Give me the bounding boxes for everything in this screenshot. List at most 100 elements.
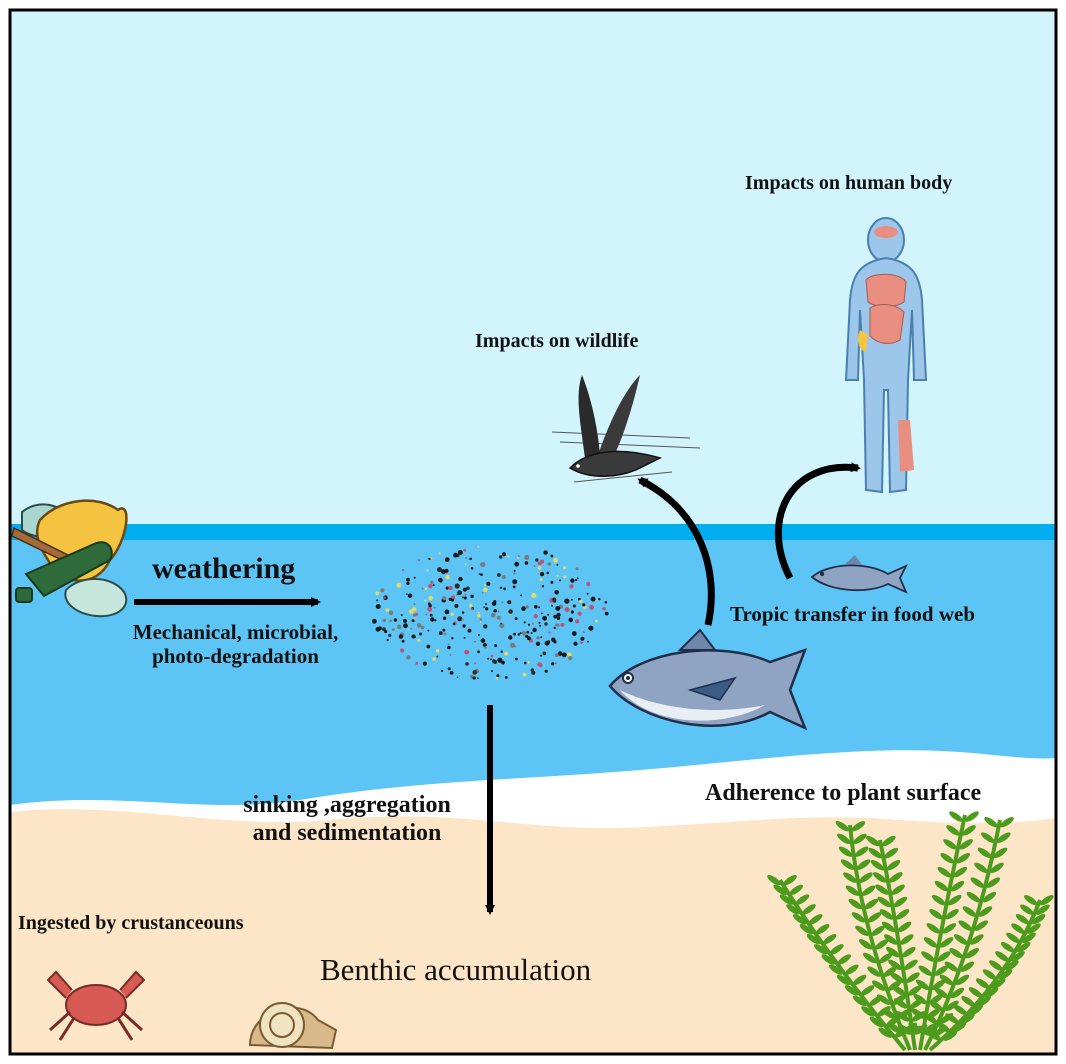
seaweed-leaf bbox=[871, 925, 885, 937]
microplastic-particle bbox=[385, 608, 390, 612]
microplastic-particle bbox=[451, 637, 454, 640]
microplastic-particle bbox=[471, 608, 474, 611]
microplastic-particle bbox=[542, 651, 547, 656]
microplastic-particle bbox=[434, 619, 437, 622]
seaweed-leaf bbox=[773, 884, 787, 896]
seaweed-leaf bbox=[837, 954, 852, 965]
microplastic-particle bbox=[463, 548, 467, 552]
microplastic-particle bbox=[569, 584, 574, 589]
microplastic-particle bbox=[375, 604, 381, 609]
seaweed-leaf bbox=[1022, 932, 1036, 944]
human-impacts-label: Impacts on human body bbox=[745, 172, 953, 194]
microplastic-particle bbox=[504, 651, 509, 656]
microplastic-particle bbox=[508, 609, 513, 614]
microplastic-particle bbox=[546, 571, 550, 575]
microplastic-particle bbox=[478, 573, 481, 575]
microplastic-particle bbox=[493, 660, 498, 664]
seaweed-leaf bbox=[840, 859, 855, 870]
seaweed-leaf bbox=[918, 965, 933, 976]
microplastic-particle bbox=[415, 612, 419, 616]
microplastic-particle bbox=[474, 640, 476, 643]
seaweed-leaf bbox=[1011, 923, 1025, 934]
seaweed-leaf bbox=[970, 877, 985, 888]
seaweed-leaf bbox=[965, 811, 979, 822]
seaweed-leaf bbox=[989, 960, 1003, 971]
microplastic-particle bbox=[483, 624, 488, 629]
microplastic-particle bbox=[485, 607, 489, 611]
seaweed-leaf bbox=[913, 993, 927, 1005]
seaweed-stem bbox=[928, 899, 1042, 1052]
seaweed-leaf bbox=[885, 1016, 900, 1028]
large-tuna-fish-icon bbox=[608, 628, 808, 731]
microplastic-particle bbox=[576, 577, 579, 580]
microplastic-particle bbox=[521, 606, 526, 611]
microplastic-particle bbox=[547, 562, 551, 566]
microplastic-particle bbox=[553, 626, 556, 630]
microplastic-particle bbox=[422, 661, 427, 666]
microplastic-particle bbox=[447, 667, 451, 671]
benthic-label: Benthic accumulation bbox=[320, 952, 592, 987]
microplastic-particle bbox=[427, 606, 433, 612]
seaweed-leaf bbox=[961, 1013, 975, 1024]
microplastic-particle bbox=[405, 593, 408, 596]
snail-icon bbox=[248, 1002, 338, 1050]
microplastic-particle bbox=[556, 574, 559, 578]
microplastic-particle bbox=[386, 638, 389, 642]
seaweed-leaf bbox=[779, 894, 794, 905]
microplastic-particle bbox=[537, 566, 542, 570]
microplastic-particle bbox=[483, 587, 488, 592]
seaweed-leaf bbox=[886, 946, 900, 958]
seaweed-leaf bbox=[959, 839, 973, 850]
microplastic-particle bbox=[496, 674, 500, 678]
microplastic-particle bbox=[452, 622, 456, 626]
microplastic-particle bbox=[407, 628, 409, 631]
microplastic-particle bbox=[461, 618, 464, 621]
microplastic-particle bbox=[457, 550, 463, 555]
microplastic-particle bbox=[406, 577, 410, 582]
seaweed-leaf bbox=[895, 909, 910, 920]
seaweed-leaf bbox=[993, 847, 1008, 859]
microplastic-particle bbox=[570, 610, 575, 614]
seaweed-leaf bbox=[815, 923, 830, 935]
microplastic-particle bbox=[531, 670, 536, 675]
microplastic-particle bbox=[580, 636, 585, 641]
microplastic-particle bbox=[520, 594, 523, 597]
microplastic-particle bbox=[564, 598, 570, 604]
seaweed-leaf bbox=[990, 862, 1004, 874]
microplastic-particle bbox=[575, 579, 578, 582]
seaweed-leaf bbox=[915, 979, 930, 991]
microplastic-particle bbox=[586, 592, 589, 595]
seaweed-leaf bbox=[953, 866, 968, 878]
seaweed-leaf bbox=[950, 880, 965, 892]
seaweed-leaf bbox=[866, 835, 880, 847]
seaweed-leaf bbox=[1016, 941, 1031, 953]
microplastic-particle bbox=[573, 641, 578, 646]
seaweed-leaf bbox=[939, 974, 954, 986]
microplastic-particle bbox=[458, 576, 463, 582]
microplastic-particle bbox=[400, 614, 403, 617]
microplastic-particle bbox=[555, 653, 559, 658]
microplastic-particle bbox=[444, 557, 450, 563]
seaweed-leaf bbox=[923, 1013, 938, 1024]
microplastic-particle bbox=[586, 581, 591, 587]
seaweed-leaf bbox=[969, 1004, 983, 1016]
seaweed-leaf bbox=[822, 933, 837, 945]
microplastic-particle bbox=[433, 606, 436, 609]
seaweed-leaf bbox=[984, 816, 998, 828]
microplastic-particle bbox=[470, 567, 474, 570]
seaweed-leaf bbox=[998, 969, 1013, 980]
microplastic-particle bbox=[533, 565, 536, 567]
microplastic-particle bbox=[424, 587, 428, 591]
microplastic-particle bbox=[495, 676, 499, 680]
seaweed-leaf bbox=[934, 880, 949, 892]
microplastic-particle bbox=[587, 640, 589, 643]
seaweed-leaf bbox=[783, 874, 797, 886]
microplastic-particle bbox=[428, 583, 433, 589]
seaweed-leaf bbox=[900, 934, 914, 945]
seaweed-leaf bbox=[892, 985, 906, 996]
microplastic-particle bbox=[456, 676, 459, 679]
seaweed-leaf bbox=[1000, 941, 1015, 953]
microplastic-particle bbox=[384, 630, 388, 634]
seaweed-leaf bbox=[837, 833, 851, 845]
